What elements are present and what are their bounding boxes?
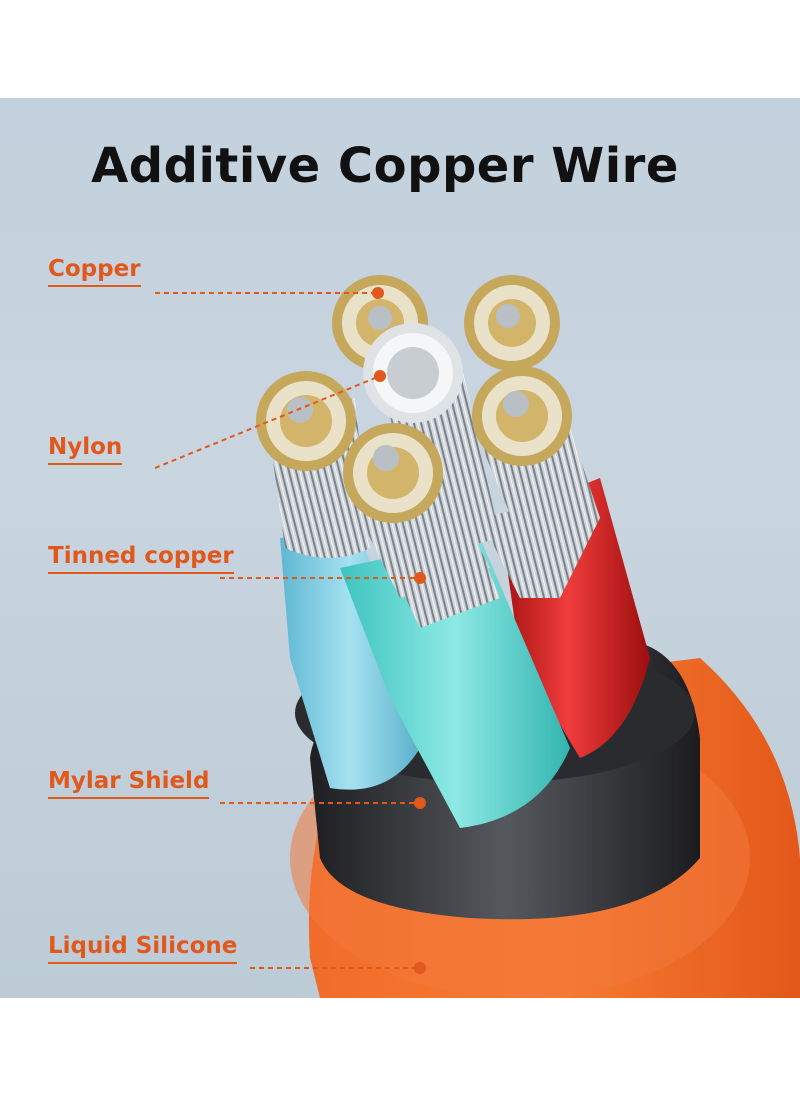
label-liquid-silicone: Liquid Silicone: [48, 933, 238, 964]
label-underline: [48, 962, 238, 964]
product-image: Additive Copper Wire Copper Nylon Tinned…: [0, 98, 800, 998]
label-liquid-silicone-text: Liquid Silicone: [48, 933, 238, 959]
label-underline: [48, 797, 210, 799]
label-underline: [48, 285, 141, 287]
label-mylar-shield-text: Mylar Shield: [48, 768, 210, 794]
image-title: Additive Copper Wire: [91, 138, 679, 194]
label-nylon: Nylon: [48, 434, 123, 465]
label-nylon-text: Nylon: [48, 434, 123, 460]
cable-cross-section-illustration: [154, 275, 800, 998]
label-tinned-copper-text: Tinned copper: [48, 543, 234, 569]
label-mylar-shield: Mylar Shield: [48, 768, 210, 799]
label-copper-text: Copper: [48, 256, 141, 282]
label-underline: [48, 463, 123, 465]
label-tinned-copper: Tinned copper: [48, 543, 234, 574]
label-copper: Copper: [48, 256, 141, 287]
label-underline: [48, 572, 234, 574]
